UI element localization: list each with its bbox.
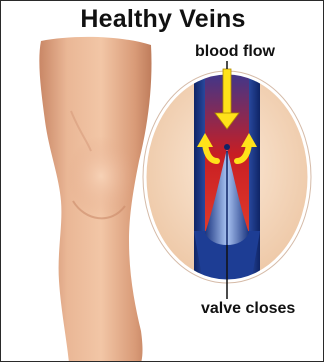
blood-flow-label: blood flow: [195, 43, 275, 61]
vein-cross-section: [143, 61, 311, 301]
valve-closes-label: valve closes: [201, 300, 295, 318]
valve-tip: [224, 144, 230, 150]
kneecap: [67, 136, 135, 216]
leg: [39, 37, 151, 362]
diagram-title: Healthy Veins: [1, 5, 324, 34]
